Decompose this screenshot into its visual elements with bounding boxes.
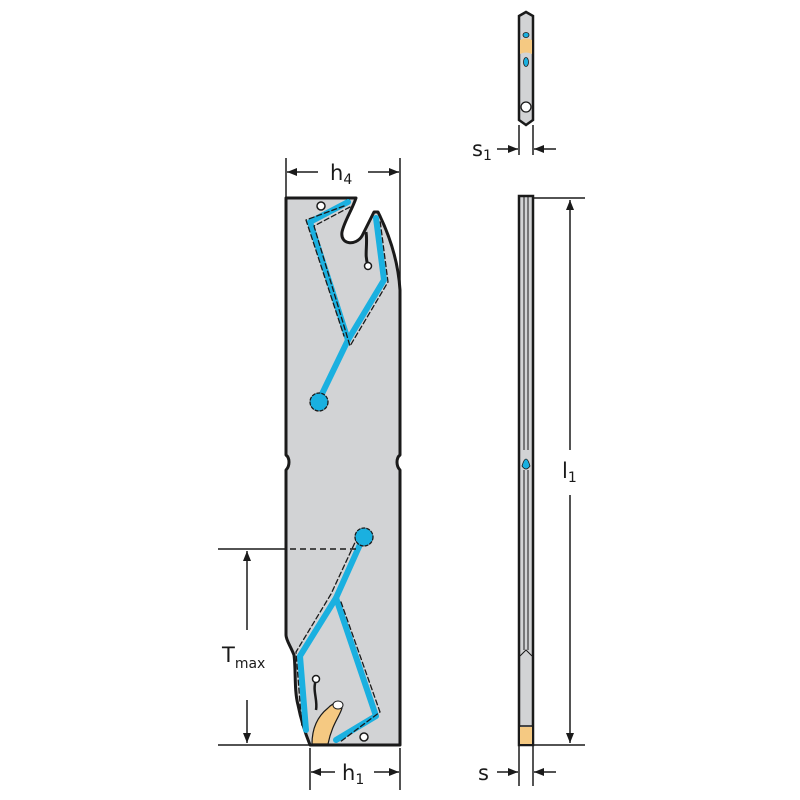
- clamp-slot-top: [364, 231, 370, 266]
- blade-side-view: [517, 194, 535, 747]
- lower-coolant-channel: [295, 527, 381, 743]
- blade-body: [284, 196, 402, 747]
- blade-front-view: [284, 196, 402, 747]
- dim-label-h4: h4: [330, 161, 352, 188]
- blade-top-view: [517, 10, 535, 127]
- dim-label-tmax: Tmax: [221, 643, 265, 672]
- dim-label-h1: h1: [342, 761, 364, 788]
- dim-label-s: s: [478, 761, 489, 785]
- upper-coolant-channel: [305, 199, 389, 412]
- dim-label-l1: l1: [562, 459, 577, 486]
- screw-hole-top: [316, 201, 326, 211]
- screw-hole-bottom: [359, 732, 369, 742]
- dim-label-s1: s1: [472, 137, 492, 164]
- dimension-lines: [218, 125, 585, 790]
